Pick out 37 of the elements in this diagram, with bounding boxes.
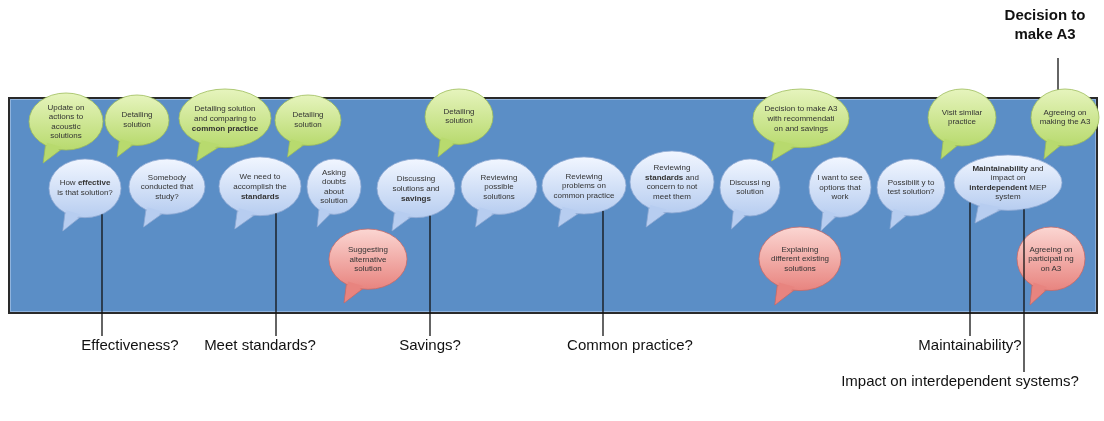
- bubble-text: Possibilit y to test solution?: [886, 177, 936, 198]
- bubble-text: Somebody conducted that study?: [139, 172, 195, 202]
- bubble-text: Detailing solution: [120, 110, 154, 130]
- question-label: Impact on interdependent systems?: [840, 372, 1080, 416]
- leader-line: [1057, 57, 1059, 91]
- bubble-text: Maintainability and impact on interdependent MEP system: [968, 163, 1048, 202]
- leader-line: [429, 215, 431, 337]
- bubble-text: Reviewing standards and concern to not meet them: [644, 162, 700, 202]
- leader-line: [969, 201, 971, 337]
- bubble-text: Explaining different existing solutions: [769, 244, 831, 274]
- bubble-text: Decision to make A3 with recommendati on and savings: [763, 103, 839, 133]
- bubble-text: Asking doubts about solution: [319, 167, 349, 206]
- question-label: Maintainability?: [895, 336, 1045, 358]
- bubble-text: Visit similar practice: [940, 107, 984, 128]
- bubble-text: Reviewing problems on common practice: [552, 171, 616, 200]
- bubble-text: Agreeing on making the A3: [1038, 107, 1092, 128]
- leader-line: [101, 213, 103, 337]
- bubble-text: Agreeing on participati ng on A3: [1027, 244, 1075, 274]
- bubble-text: Discussi ng solution: [728, 177, 772, 198]
- bubble-text: Detailing solution: [442, 107, 476, 127]
- question-label: Meet standards?: [200, 336, 320, 358]
- bubble-text: Detailing solution and comparing to common practice: [190, 103, 260, 133]
- bubble-text: Update on actions to acoustic solutions: [46, 102, 86, 141]
- bubble-text: How effective is that solution?: [56, 178, 114, 198]
- bubble-text: Suggesting alternative solution: [346, 244, 389, 274]
- bubble-text: Reviewing possible solutions: [479, 172, 519, 202]
- question-label: Savings?: [385, 336, 475, 358]
- leader-line: [602, 210, 604, 337]
- bubble-text: I want to see options that work: [816, 172, 864, 202]
- leader-line: [275, 212, 277, 337]
- bubble-text: Detailing solution: [291, 110, 325, 130]
- heading-label: Decision to make A3: [990, 6, 1100, 58]
- bubble-text: Discussing solutions and savings: [391, 173, 441, 203]
- question-label: Effectiveness?: [70, 336, 190, 358]
- question-label: Common practice?: [545, 336, 715, 358]
- bubble-text: We need to accomplish the standards: [232, 171, 288, 201]
- leader-line: [1023, 208, 1025, 373]
